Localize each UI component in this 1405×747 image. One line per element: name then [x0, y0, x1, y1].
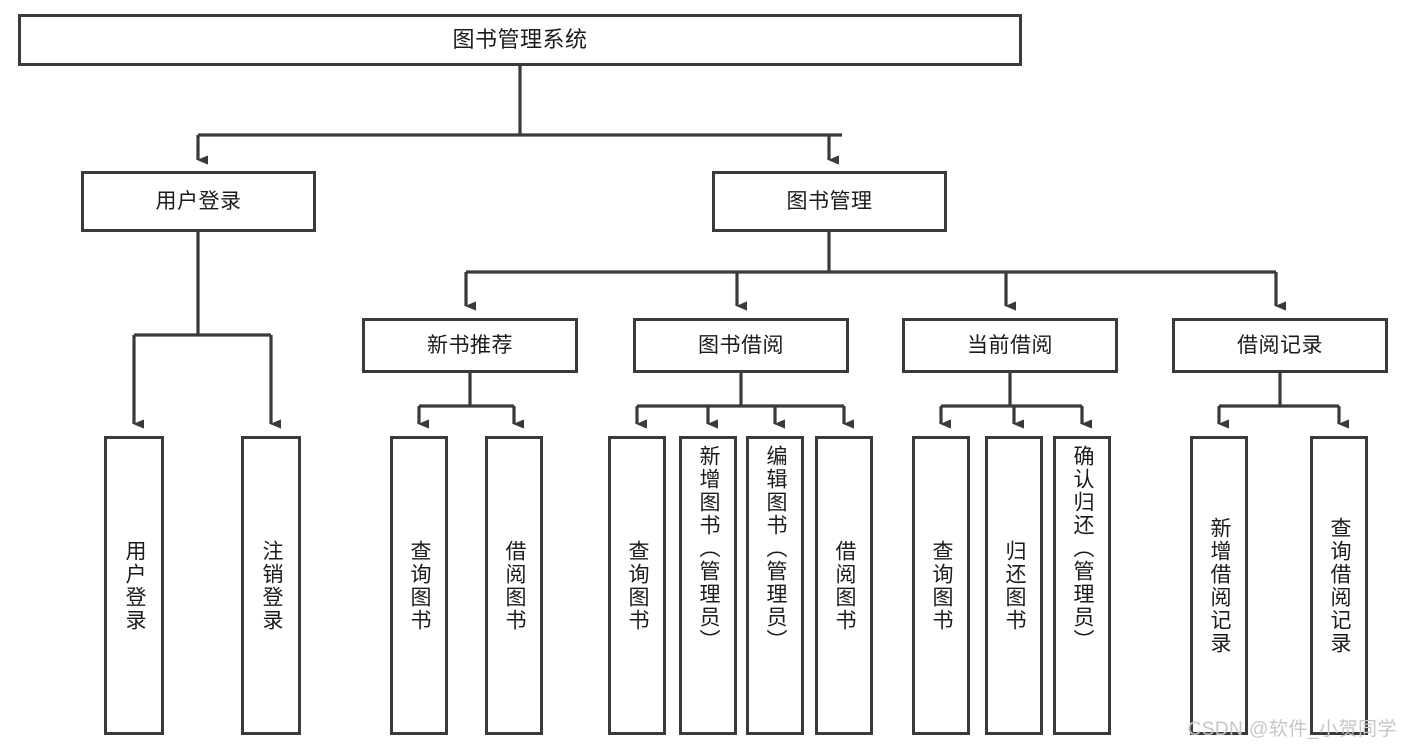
node-root-label: 图书管理系统	[452, 26, 588, 52]
node-leaf-query-borrow-record-label: 查询借阅记录	[1328, 516, 1352, 655]
node-current-borrow[interactable]: 当前借阅	[902, 318, 1118, 373]
node-book-management[interactable]: 图书管理	[712, 171, 947, 232]
node-leaf-query-book-borrow-label: 查询图书	[626, 539, 650, 632]
node-borrow-record[interactable]: 借阅记录	[1172, 318, 1388, 373]
node-leaf-user-logout[interactable]: 注销登录	[241, 436, 301, 735]
node-leaf-add-book-admin-label: 新增图书（管理员）	[697, 445, 721, 652]
node-new-book-recommend-label: 新书推荐	[427, 333, 513, 357]
node-book-borrow[interactable]: 图书借阅	[633, 318, 849, 373]
node-leaf-add-borrow-record[interactable]: 新增借阅记录	[1190, 436, 1248, 735]
node-leaf-query-book-current[interactable]: 查询图书	[912, 436, 970, 735]
node-borrow-record-label: 借阅记录	[1237, 333, 1323, 357]
node-leaf-borrow-book-recommend-label: 借阅图书	[503, 539, 527, 632]
node-leaf-confirm-return-admin-label: 确认归还（管理员）	[1071, 445, 1095, 652]
node-leaf-user-logout-label: 注销登录	[260, 539, 284, 632]
node-leaf-borrow-book[interactable]: 借阅图书	[815, 436, 873, 735]
node-leaf-add-borrow-record-label: 新增借阅记录	[1208, 516, 1232, 655]
node-user-login-label: 用户登录	[155, 189, 242, 213]
node-leaf-borrow-book-label: 借阅图书	[833, 539, 857, 632]
csdn-watermark: CSDN @软件_小贺同学	[1187, 719, 1397, 740]
node-leaf-borrow-book-recommend[interactable]: 借阅图书	[485, 436, 543, 735]
node-leaf-confirm-return-admin[interactable]: 确认归还（管理员）	[1053, 436, 1111, 735]
node-leaf-query-book-borrow[interactable]: 查询图书	[608, 436, 666, 735]
node-leaf-edit-book-admin[interactable]: 编辑图书（管理员）	[746, 436, 804, 735]
node-leaf-query-book-recommend[interactable]: 查询图书	[390, 436, 448, 735]
node-leaf-user-login-label: 用户登录	[123, 539, 147, 632]
node-leaf-user-login[interactable]: 用户登录	[104, 436, 164, 735]
node-leaf-add-book-admin[interactable]: 新增图书（管理员）	[679, 436, 737, 735]
node-root-system[interactable]: 图书管理系统	[18, 14, 1022, 66]
node-leaf-return-book[interactable]: 归还图书	[985, 436, 1043, 735]
node-leaf-return-book-label: 归还图书	[1003, 539, 1027, 632]
node-new-book-recommend[interactable]: 新书推荐	[362, 318, 578, 373]
node-book-borrow-label: 图书借阅	[698, 333, 784, 357]
node-current-borrow-label: 当前借阅	[967, 333, 1053, 357]
node-leaf-edit-book-admin-label: 编辑图书（管理员）	[764, 445, 788, 652]
node-leaf-query-book-recommend-label: 查询图书	[408, 539, 432, 632]
node-leaf-query-book-current-label: 查询图书	[930, 539, 954, 632]
node-user-login[interactable]: 用户登录	[81, 171, 316, 232]
node-leaf-query-borrow-record[interactable]: 查询借阅记录	[1310, 436, 1368, 735]
node-book-management-label: 图书管理	[786, 189, 873, 213]
